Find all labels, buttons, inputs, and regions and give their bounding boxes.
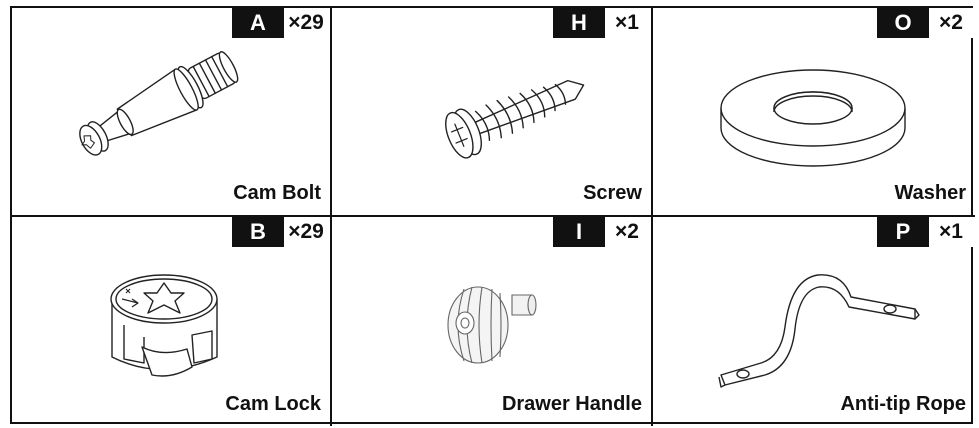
part-letter: B	[232, 217, 284, 247]
part-name: Anti-tip Rope	[840, 393, 966, 415]
part-quantity: ×29	[284, 217, 330, 247]
part-cell-drawer-handle: I ×2 Drawer Handle	[332, 217, 653, 426]
part-name: Drawer Handle	[501, 393, 642, 415]
cam-lock-icon	[12, 217, 330, 426]
part-quantity: ×2	[929, 8, 975, 38]
part-badge: H ×1	[553, 8, 651, 38]
part-letter: H	[553, 8, 605, 38]
part-cell-anti-tip-rope: P ×1 Anti-tip Rope	[653, 217, 975, 426]
part-name: Screw	[583, 182, 642, 204]
part-quantity: ×29	[284, 8, 330, 38]
part-badge: I ×2	[553, 217, 651, 247]
part-letter: P	[877, 217, 929, 247]
part-letter: O	[877, 8, 929, 38]
washer-icon	[653, 8, 975, 215]
part-cell-washer: O ×2 Washer	[653, 8, 975, 217]
hardware-parts-grid: A ×29	[10, 6, 975, 426]
part-badge: A ×29	[232, 8, 330, 38]
part-badge: O ×2	[877, 8, 975, 38]
screw-icon	[332, 8, 651, 215]
part-letter: I	[553, 217, 605, 247]
part-name: Cam Bolt	[233, 182, 321, 204]
part-quantity: ×2	[605, 217, 651, 247]
part-badge: P ×1	[877, 217, 975, 247]
drawer-handle-icon	[332, 217, 651, 426]
part-cell-cam-bolt: A ×29	[12, 8, 332, 217]
part-cell-cam-lock: B ×29 Cam Lock	[12, 217, 332, 426]
anti-tip-rope-icon	[653, 217, 975, 426]
part-name: Cam Lock	[225, 393, 321, 415]
part-quantity: ×1	[929, 217, 975, 247]
part-letter: A	[232, 8, 284, 38]
part-cell-screw: H ×1	[332, 8, 653, 217]
part-name: Washer	[894, 182, 966, 204]
part-quantity: ×1	[605, 8, 651, 38]
cam-bolt-icon	[12, 8, 330, 215]
part-badge: B ×29	[232, 217, 330, 247]
